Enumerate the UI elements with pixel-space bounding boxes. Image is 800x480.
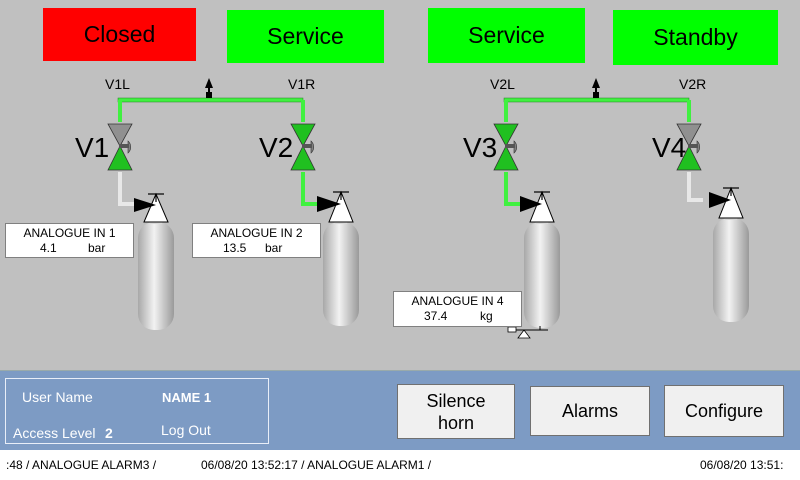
logout-button[interactable]: Log Out	[161, 422, 211, 438]
readout-unit: bar	[265, 241, 283, 255]
alarm-ticker: :48 / ANALOGUE ALARM3 / 06/08/20 13:52:1…	[0, 450, 800, 480]
valve-v4-port-label: V2R	[679, 76, 707, 92]
alarms-button[interactable]: Alarms	[530, 386, 650, 436]
button-label: Alarms	[561, 401, 618, 421]
readout-unit: bar	[88, 241, 106, 255]
valve-v4[interactable]	[676, 123, 702, 171]
readout-unit: kg	[480, 309, 493, 323]
readout-title: ANALOGUE IN 2	[210, 226, 303, 240]
readout-title: ANALOGUE IN 4	[411, 294, 504, 308]
gas-cylinder-4	[709, 186, 749, 322]
alarm-ticker-segment: :48 / ANALOGUE ALARM3 /	[6, 458, 157, 472]
button-label: Configure	[684, 401, 764, 421]
gas-cylinder-3	[520, 190, 560, 328]
access-level-label: Access Level	[13, 425, 96, 441]
valve-v1-name: V1	[75, 132, 110, 163]
user-panel: User Name NAME 1 Access Level 2 Log Out	[5, 378, 269, 444]
readout-value: 37.4	[424, 309, 448, 323]
valve-v1[interactable]	[107, 123, 133, 171]
gas-cylinder-2	[317, 190, 359, 326]
valve-v2-port-label: V1R	[288, 76, 316, 92]
process-diagram	[107, 78, 749, 339]
readout-value: 4.1	[40, 241, 57, 255]
alarm-ticker-segment: 06/08/20 13:51:	[700, 458, 784, 472]
user-name-value: NAME 1	[162, 390, 212, 405]
readout-value: 13.5	[223, 241, 247, 255]
valve-v3[interactable]	[493, 123, 519, 171]
valve-v2-name: V2	[259, 132, 294, 163]
valve-v3-name: V3	[463, 132, 498, 163]
access-level-value: 2	[105, 425, 113, 441]
analogue-in-4-readout: ANALOGUE IN 4 37.4 kg	[393, 291, 522, 327]
readout-title: ANALOGUE IN 1	[23, 226, 116, 240]
button-label: Silence horn	[426, 390, 486, 433]
alarm-ticker-segment: 06/08/20 13:52:17 / ANALOGUE ALARM1 /	[201, 458, 432, 472]
valve-v4-name: V4	[652, 132, 687, 163]
gas-cylinder-1	[134, 192, 174, 330]
configure-button[interactable]: Configure	[664, 385, 784, 437]
user-name-label: User Name	[22, 389, 93, 405]
valve-v2[interactable]	[290, 123, 316, 171]
valve-v1-port-label: V1L	[105, 76, 130, 92]
analogue-in-2-readout: ANALOGUE IN 2 13.5 bar	[192, 223, 321, 258]
pipe-header-left	[117, 78, 304, 103]
valve-v3-port-label: V2L	[490, 76, 515, 92]
analogue-in-1-readout: ANALOGUE IN 1 4.1 bar	[5, 223, 134, 258]
silence-horn-button[interactable]: Silence horn	[397, 384, 515, 439]
control-panel: User Name NAME 1 Access Level 2 Log Out …	[0, 370, 800, 451]
pipe-header-right	[503, 78, 690, 103]
weigh-scale-icon	[507, 326, 548, 339]
